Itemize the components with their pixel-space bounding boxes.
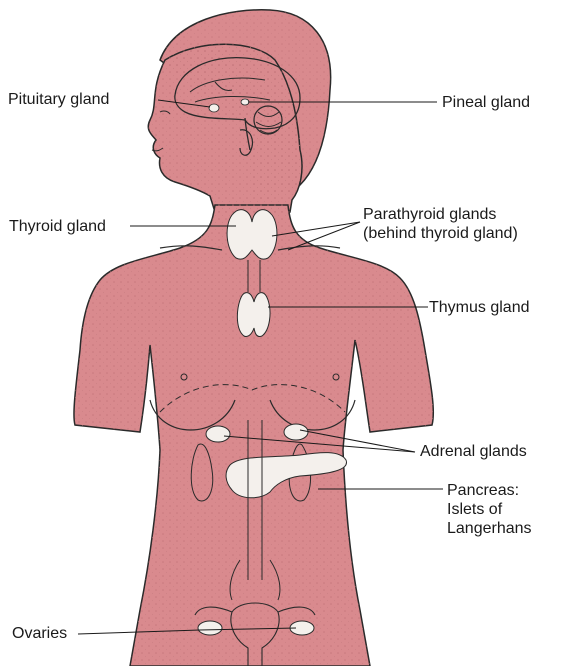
body-silhouette [74, 10, 433, 666]
right-adrenal-shape [284, 424, 308, 440]
label-thymus-gland: Thymus gland [429, 298, 530, 317]
label-pancreas-line3: Langerhans [447, 519, 532, 538]
label-pituitary-gland: Pituitary gland [8, 90, 109, 109]
label-thyroid-gland: Thyroid gland [9, 217, 106, 236]
label-parathyroid-glands: Parathyroid glands (behind thyroid gland… [363, 205, 518, 243]
label-pineal-gland: Pineal gland [442, 93, 530, 112]
label-pancreas-line2: Islets of [447, 500, 532, 519]
label-adrenal-glands: Adrenal glands [420, 442, 527, 461]
pineal-gland-shape [241, 99, 249, 105]
label-parathyroid-line1: Parathyroid glands [363, 205, 518, 224]
pituitary-gland-shape [209, 104, 219, 112]
left-adrenal-shape [206, 426, 230, 442]
label-parathyroid-line2: (behind thyroid gland) [363, 224, 518, 243]
thymus-gland-shape [237, 293, 270, 337]
label-pancreas-line1: Pancreas: [447, 481, 532, 500]
left-ovary-shape [198, 621, 222, 635]
label-ovaries: Ovaries [12, 624, 67, 643]
label-pancreas: Pancreas: Islets of Langerhans [447, 481, 532, 538]
